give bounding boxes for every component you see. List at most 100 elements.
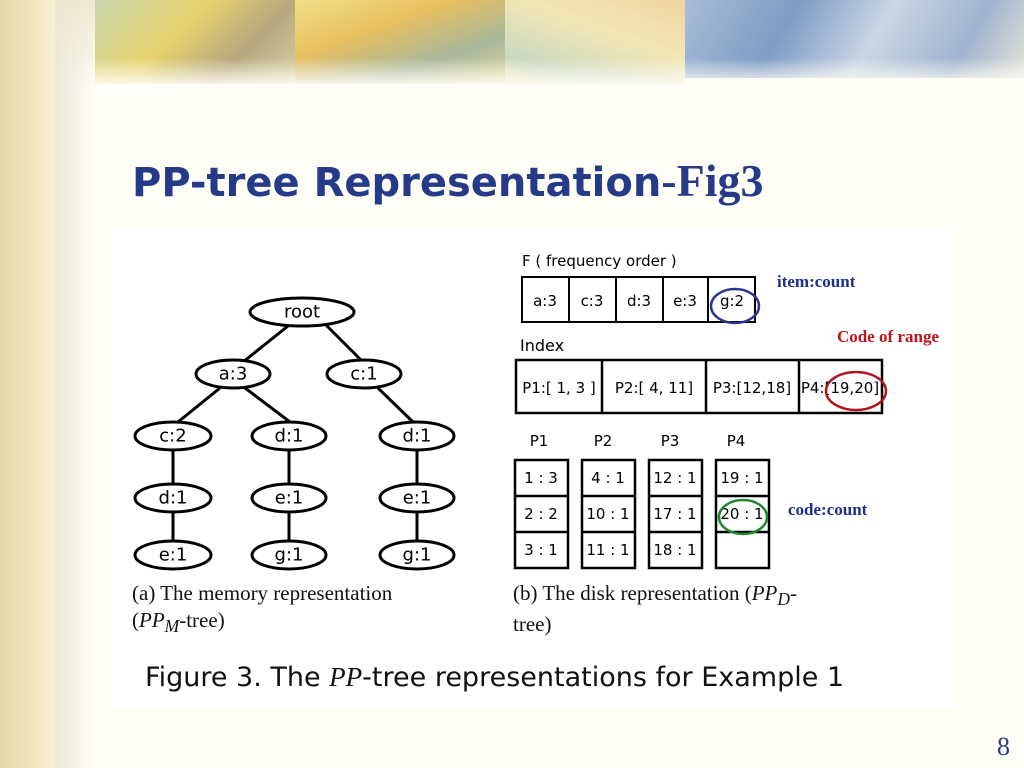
tree-node-g1b: [378, 539, 456, 571]
tree-node-shapes: [133, 296, 456, 571]
tree-node-root: [248, 296, 356, 328]
tree-node-g1a: [250, 539, 328, 571]
page-cell-labels: 1 : 3 2 : 2 3 : 1 4 : 1 10 : 1 11 : 1 12…: [524, 469, 763, 559]
page-boxes: [513, 458, 771, 570]
background-left-panel: [0, 0, 55, 768]
page-box-p3: [647, 458, 704, 570]
f-list-boxes: [521, 276, 756, 323]
page-name-p1: P1: [530, 432, 549, 450]
f-item-g: g:2: [720, 292, 744, 310]
tree-label-e1b: e:1: [403, 488, 432, 509]
page-p3-cell-2: 17 : 1: [653, 505, 696, 523]
title-main: PP-tree Representation: [132, 160, 662, 206]
edge-c-d1b: [376, 386, 415, 424]
caption-b-line2: tree): [513, 611, 552, 636]
tree-edges: [171, 320, 419, 543]
page-name-p3: P3: [661, 432, 680, 450]
caption-b-math: PP: [751, 581, 778, 605]
caption-b: (b) The disk representation (PPD- tree): [513, 580, 903, 638]
highlight-blue-circle: [709, 287, 761, 325]
edge-root-a: [242, 320, 294, 364]
tree-node-c2: [133, 420, 213, 452]
banner-fade: [95, 58, 1024, 88]
caption-a: (a) The memory representation (PPM-tree): [132, 580, 472, 638]
tree-node-e1b: [378, 482, 456, 514]
tree-node-labels: root a:3 c:1 c:2 d:1 d:1 d:1 e:1 e:1 e:1…: [159, 302, 432, 566]
page-p4-cell-2: 20 : 1: [720, 505, 763, 523]
index-p2: P2:[ 4, 11]: [615, 379, 693, 397]
slide-title: PP-tree Representation-Fig3: [132, 158, 764, 204]
index-p1: P1:[ 1, 3 ]: [522, 379, 596, 397]
index-title: Index: [520, 336, 564, 355]
caption-a-math: PP: [139, 608, 165, 633]
caption-b-sub: D: [777, 589, 790, 610]
f-list-title: F ( frequency order ): [522, 252, 677, 270]
index-frame: [514, 358, 884, 415]
page-p3-cell-1: 12 : 1: [653, 469, 696, 487]
title-suffix: -Fig3: [661, 155, 764, 206]
tree-label-d1c: d:1: [159, 488, 188, 509]
tree-node-e1a: [250, 482, 328, 514]
f-item-a: a:3: [533, 292, 557, 310]
edge-a-d1a: [244, 386, 291, 424]
page-box-p2: [580, 458, 637, 570]
tree-label-root: root: [284, 302, 320, 323]
figure-diagram: root a:3 c:1 c:2 d:1 d:1 d:1 e:1 e:1 e:1…: [133, 252, 888, 571]
figure-caption: Figure 3. The PP-tree representations fo…: [145, 662, 955, 693]
tree-label-e1a: e:1: [275, 488, 304, 509]
tree-label-d1b: d:1: [403, 426, 432, 447]
figure-caption-post: -tree representations for Example 1: [362, 662, 845, 693]
f-list-frame: [521, 276, 756, 323]
f-item-c: c:3: [581, 292, 604, 310]
page-box-p1: [513, 458, 570, 570]
caption-a-end: -tree): [179, 608, 225, 633]
tree-label-g1b: g:1: [403, 545, 432, 566]
caption-a-line2: (PPM-tree): [132, 607, 472, 638]
highlight-red-circle: [824, 370, 888, 412]
page-names: P1 P2 P3 P4: [530, 432, 746, 450]
edge-root-c: [321, 320, 365, 364]
figure-caption-pre: Figure 3. The: [145, 662, 330, 693]
tree-node-e1c: [133, 539, 213, 571]
page-name-p2: P2: [594, 432, 613, 450]
edge-a-c2: [177, 386, 221, 424]
figure-caption-math: PP: [329, 662, 363, 692]
page-p3-cell-3: 18 : 1: [653, 541, 696, 559]
page-p2-cell-2: 10 : 1: [586, 505, 629, 523]
tree-node-d1c: [133, 482, 213, 514]
annotation-item-count: item:count: [777, 272, 856, 291]
tree-label-c2: c:2: [159, 426, 186, 447]
tree-label-e1c: e:1: [159, 545, 188, 566]
page-p4-cell-1: 19 : 1: [720, 469, 763, 487]
highlight-green-circle: [717, 498, 769, 536]
caption-a-line1: (a) The memory representation: [132, 581, 393, 605]
caption-b-line1: (b) The disk representation (PPD-: [513, 580, 903, 611]
index-p3: P3:[12,18]: [713, 379, 791, 397]
figure-image: root a:3 c:1 c:2 d:1 d:1 d:1 e:1 e:1 e:1…: [110, 230, 955, 708]
tree-node-d1b: [378, 420, 456, 452]
page-box-p4: [714, 458, 771, 570]
index-p4: P4:[19,20]: [801, 379, 879, 397]
index-boxes: [514, 358, 884, 415]
page-p2-cell-1: 4 : 1: [591, 469, 625, 487]
tree-node-d1a: [250, 420, 328, 452]
page-number: 8: [997, 732, 1010, 761]
page-p1-cell-3: 3 : 1: [524, 541, 558, 559]
caption-b-text: (b) The disk representation (: [513, 581, 752, 605]
page-p2-cell-3: 11 : 1: [586, 541, 629, 559]
tree-label-d1a: d:1: [275, 426, 304, 447]
index-labels: P1:[ 1, 3 ] P2:[ 4, 11] P3:[12,18] P4:[1…: [522, 379, 879, 397]
page-p1-cell-2: 2 : 2: [524, 505, 558, 523]
f-list-labels: a:3 c:3 d:3 e:3 g:2: [533, 292, 744, 310]
tree-node-a: [194, 358, 272, 390]
annotation-code-count: code:count: [788, 500, 868, 519]
tree-label-a: a:3: [219, 364, 248, 385]
tree-node-c: [325, 358, 403, 390]
caption-b-end: -: [790, 581, 797, 605]
tree-label-c: c:1: [350, 364, 377, 385]
f-item-e: e:3: [673, 292, 697, 310]
page-p1-cell-1: 1 : 3: [524, 469, 558, 487]
background-left-shade: [55, 0, 95, 768]
tree-label-g1a: g:1: [275, 545, 304, 566]
f-item-d: d:3: [627, 292, 651, 310]
